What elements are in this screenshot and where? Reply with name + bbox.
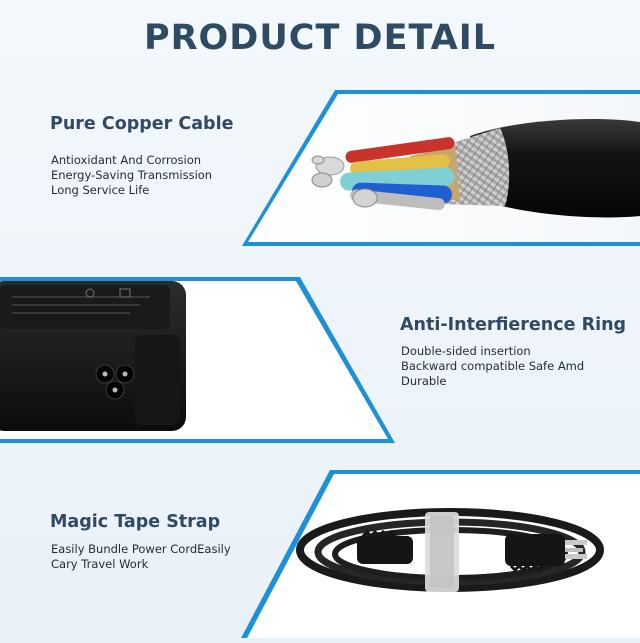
feature-item: Energy-Saving Transmission xyxy=(51,168,213,182)
section-heading-magic-tape: Magic Tape Strap xyxy=(50,512,221,532)
feature-item: Double-sided insertion xyxy=(401,344,531,358)
feature-list-magic-tape: Easily Bundle Power CordEasily Cary Trav… xyxy=(51,542,231,572)
section-heading-copper-cable: Pure Copper Cable xyxy=(50,114,234,134)
feature-list-anti-interference: Double-sided insertion Backward compatib… xyxy=(401,344,584,389)
feature-list-copper-cable: Antioxidant And Corrosion Energy-Saving … xyxy=(51,153,212,198)
power-adapter-image xyxy=(0,277,395,443)
feature-item: Antioxidant And Corrosion xyxy=(51,153,202,167)
copper-cable-image xyxy=(242,90,640,246)
feature-item: Long Service Life xyxy=(51,183,150,197)
feature-item: Cary Travel Work xyxy=(51,557,149,571)
coiled-cord-image xyxy=(241,470,640,638)
feature-item: Easily Bundle Power CordEasily xyxy=(51,542,231,556)
feature-item: Backward compatible Safe Amd xyxy=(401,359,585,373)
feature-item: Durable xyxy=(401,374,447,388)
page-title: PRODUCT DETAIL xyxy=(143,18,497,58)
section-heading-anti-interference: Anti-Interfierence Ring xyxy=(400,315,627,335)
